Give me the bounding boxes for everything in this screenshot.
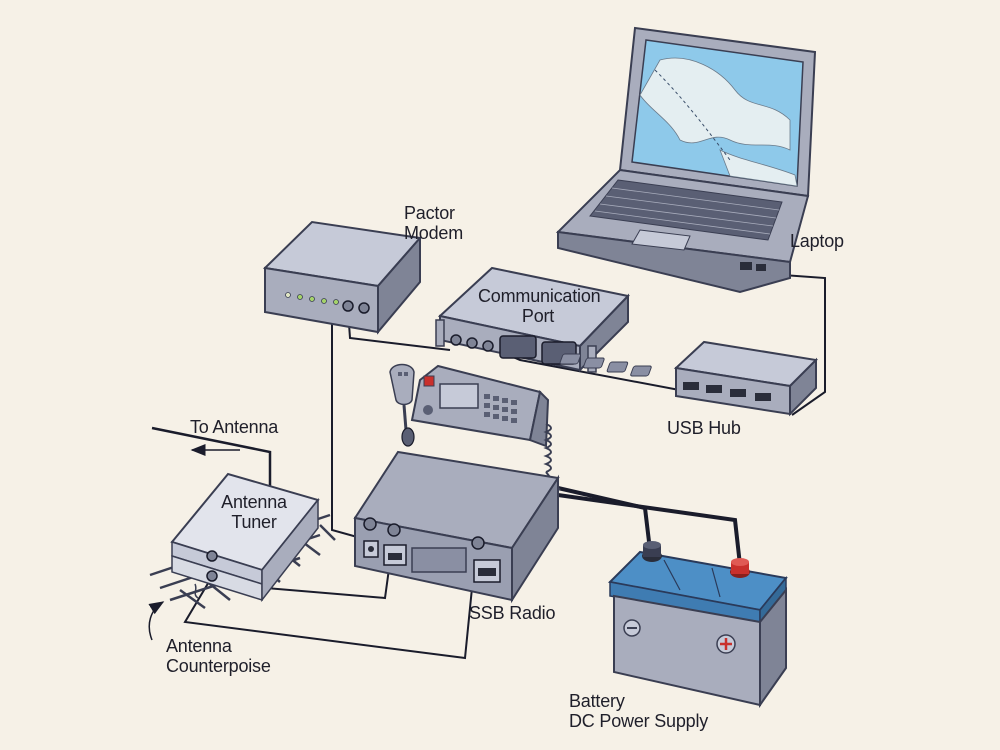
label-to-antenna: To Antenna bbox=[190, 417, 279, 437]
label-antenna-tuner: Antenna Tuner bbox=[214, 492, 294, 532]
antenna-tuner bbox=[170, 472, 320, 603]
laptop bbox=[555, 26, 817, 294]
label-pactor-modem-line2: Modem bbox=[404, 223, 464, 243]
ssb-radio bbox=[353, 450, 560, 604]
laptop-keyboard bbox=[589, 179, 783, 241]
label-battery-line1: Battery bbox=[569, 691, 625, 711]
usb-hub bbox=[559, 340, 819, 417]
label-pactor-modem-line1: Pactor bbox=[404, 203, 455, 223]
label-ssb-radio: SSB Radio bbox=[469, 603, 556, 623]
label-battery: Battery DC Power Supply bbox=[569, 691, 708, 731]
radio-control-head bbox=[389, 363, 561, 491]
label-usb-hub: USB Hub bbox=[667, 418, 741, 438]
label-antenna-counterpoise-line1: Antenna bbox=[166, 636, 232, 656]
label-pactor-modem: Pactor Modem bbox=[404, 203, 463, 243]
pactor-modem bbox=[262, 220, 422, 335]
label-battery-line2: DC Power Supply bbox=[569, 711, 709, 731]
label-antenna-tuner-line1: Antenna bbox=[221, 492, 287, 512]
battery bbox=[607, 541, 788, 709]
map-land bbox=[639, 57, 791, 151]
wire-radio-counterpoise bbox=[183, 547, 477, 660]
wire-to-antenna bbox=[151, 426, 272, 490]
label-laptop: Laptop bbox=[790, 231, 844, 251]
label-antenna-counterpoise: Antenna Counterpoise bbox=[166, 636, 271, 676]
counterpoise-arrow bbox=[148, 601, 165, 641]
wire-battery-positive bbox=[557, 493, 742, 566]
label-antenna-counterpoise-line2: Counterpoise bbox=[166, 656, 271, 676]
label-communication-port-line2: Port bbox=[521, 306, 555, 326]
communication-port bbox=[435, 266, 630, 373]
label-communication-port: Communication Port bbox=[478, 286, 601, 326]
label-communication-port-line1: Communication bbox=[478, 286, 601, 306]
microphone-icon bbox=[389, 363, 415, 406]
label-antenna-tuner-line2: Tuner bbox=[231, 512, 277, 532]
laptop-touchpad bbox=[631, 229, 691, 251]
